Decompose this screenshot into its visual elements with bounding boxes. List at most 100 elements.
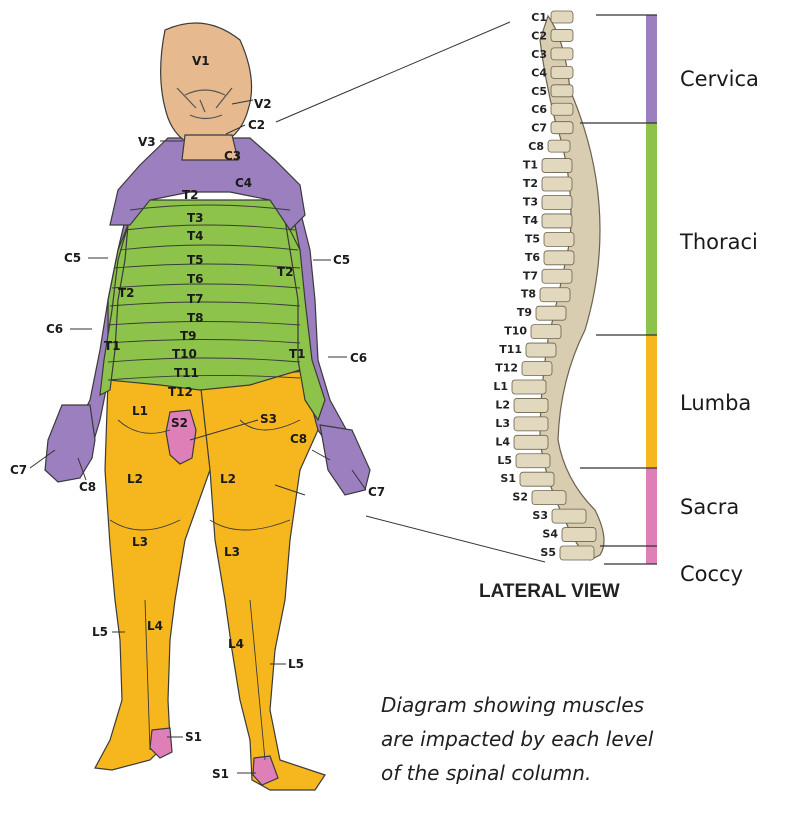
vertebra-s4 [562, 528, 596, 542]
left-hand-region [45, 405, 95, 482]
label-V3: V3 [138, 135, 156, 149]
label-T1-right: T1 [289, 347, 306, 361]
vertebra-label-c2: C2 [531, 29, 547, 42]
vertebra-t1 [542, 159, 572, 173]
caption-line-1: Diagram showing muscles [381, 688, 761, 722]
vertebra-t8 [540, 288, 570, 302]
vertebra-label-l5: L5 [497, 454, 512, 467]
label-S3: S3 [260, 412, 277, 426]
label-C8-left: C8 [79, 480, 96, 494]
vertebra-c7 [551, 122, 573, 134]
vertebra-s2 [532, 491, 566, 505]
head [161, 23, 252, 150]
spine: C1C2C3C4C5C6C7C8T1T2T3T4T5T6T7T8T9T10T11… [493, 11, 604, 560]
vertebra-c4 [551, 66, 573, 78]
vertebra-label-c5: C5 [531, 85, 547, 98]
vertebra-t5 [544, 232, 574, 246]
vertebra-c2 [551, 29, 573, 41]
vertebra-label-c8: C8 [528, 140, 544, 153]
vertebra-label-t7: T7 [523, 269, 538, 282]
label-L3-left: L3 [132, 535, 148, 549]
label-L2-right: L2 [220, 472, 236, 486]
vertebra-label-s3: S3 [532, 509, 548, 522]
vertebra-label-l3: L3 [495, 417, 510, 430]
label-S1-left: S1 [185, 730, 202, 744]
vertebra-t10 [531, 325, 561, 339]
label-T8: T8 [187, 311, 204, 325]
vertebra-label-t8: T8 [521, 288, 536, 301]
label-S2: S2 [171, 416, 188, 430]
label-C4: C4 [235, 176, 252, 190]
label-T6: T6 [187, 272, 204, 286]
vertebra-c8 [548, 140, 570, 152]
label-T9: T9 [180, 329, 197, 343]
caption: Diagram showing muscles are impacted by … [381, 688, 761, 790]
label-L2-left: L2 [127, 472, 143, 486]
vertebra-t7 [542, 269, 572, 283]
caption-line-2: are impacted by each level [381, 722, 761, 756]
region-label-thoracic: Thoraci [679, 230, 758, 254]
vertebra-s3 [552, 509, 586, 523]
label-T11: T11 [174, 366, 199, 380]
label-C5-right: C5 [333, 253, 350, 267]
lateral-view-label: LATERAL VIEW [479, 581, 620, 602]
label-C7-left: C7 [10, 463, 27, 477]
vertebra-label-t1: T1 [523, 159, 538, 172]
cervical-bar [646, 15, 657, 123]
label-C8-right: C8 [290, 432, 307, 446]
label-L4-left: L4 [147, 619, 163, 633]
vertebra-t3 [542, 195, 572, 209]
vertebra-label-t10: T10 [504, 325, 527, 338]
vertebra-c5 [551, 85, 573, 97]
vertebra-label-l1: L1 [493, 380, 508, 393]
vertebra-s1 [520, 472, 554, 486]
label-C3: C3 [224, 149, 241, 163]
vertebra-label-t2: T2 [523, 177, 538, 190]
vertebra-label-c7: C7 [531, 122, 547, 135]
label-T3: T3 [187, 211, 204, 225]
label-S1-right: S1 [212, 767, 229, 781]
vertebra-s5 [560, 546, 594, 560]
vertebra-c3 [551, 48, 573, 60]
label-T2: T2 [182, 188, 199, 202]
vertebra-l1 [512, 380, 546, 394]
vertebra-t11 [526, 343, 556, 357]
label-L3-right: L3 [224, 545, 240, 559]
vertebra-l3 [514, 417, 548, 431]
vertebra-label-t11: T11 [499, 343, 522, 356]
vertebra-t6 [544, 251, 574, 265]
region-label-lumbar: Lumba [680, 391, 751, 415]
label-L5-left: L5 [92, 625, 108, 639]
sacral-bar [646, 468, 657, 546]
vertebra-label-l2: L2 [495, 398, 510, 411]
region-labels: Cervica Thoraci Lumba Sacra Coccy [679, 67, 759, 586]
label-C6-left: C6 [46, 322, 63, 336]
vertebra-c6 [551, 103, 573, 115]
vertebra-label-l4: L4 [495, 435, 510, 448]
vertebra-l4 [514, 435, 548, 449]
vertebra-label-s1: S1 [500, 472, 516, 485]
label-T10: T10 [172, 347, 197, 361]
label-T1-left: T1 [104, 339, 121, 353]
label-C7-right: C7 [368, 485, 385, 499]
label-T12: T12 [168, 385, 193, 399]
vertebra-label-t9: T9 [517, 306, 532, 319]
vertebra-label-s2: S2 [512, 491, 528, 504]
vertebra-t9 [536, 306, 566, 320]
vertebra-label-s5: S5 [540, 546, 556, 559]
label-V2: V2 [254, 97, 272, 111]
region-label-cervical: Cervica [680, 67, 759, 91]
vertebra-label-t5: T5 [525, 232, 540, 245]
vertebra-t2 [542, 177, 572, 191]
label-L4-right: L4 [228, 637, 244, 651]
label-L5-right: L5 [288, 657, 304, 671]
coccyx-bar [646, 546, 657, 564]
vertebra-label-c1: C1 [531, 11, 547, 24]
vertebra-label-s4: S4 [542, 528, 558, 541]
label-C6-right: C6 [350, 351, 367, 365]
label-T7: T7 [187, 292, 204, 306]
lumbar-bar [646, 335, 657, 468]
label-C2: C2 [248, 118, 265, 132]
vertebra-t4 [542, 214, 572, 228]
